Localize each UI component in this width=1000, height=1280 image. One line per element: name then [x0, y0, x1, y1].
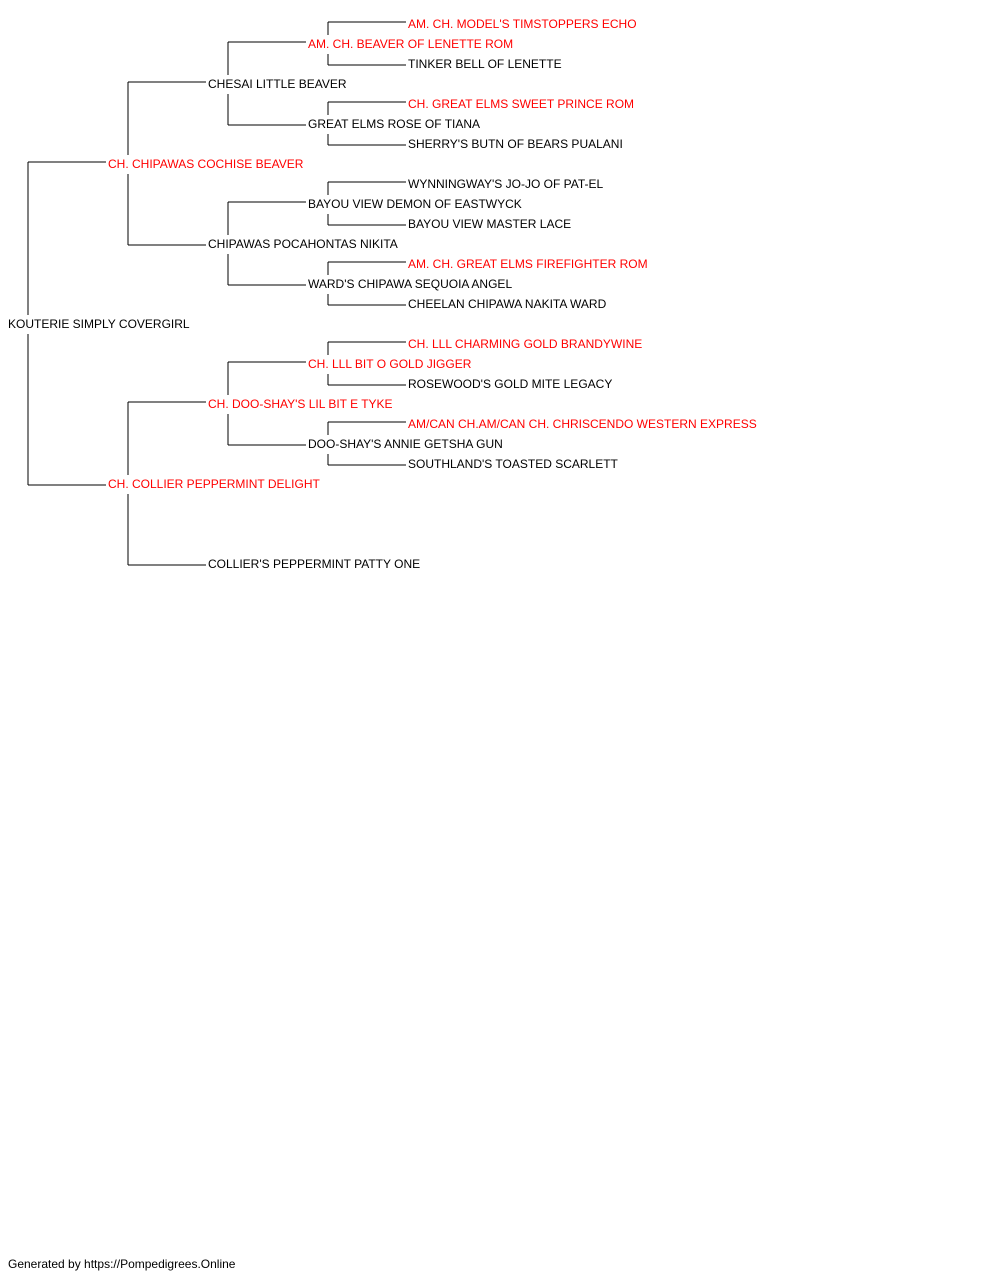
pedigree-name-sire-sire-dam-sire: CH. GREAT ELMS SWEET PRINCE ROM	[408, 97, 635, 111]
pedigree-name-sire-dam-dam-dam: CHEELAN CHIPAWA NAKITA WARD	[408, 297, 607, 311]
pedigree-name-sire-sire-sire-dam: TINKER BELL OF LENETTE	[408, 57, 562, 71]
pedigree-name-dam-sire-sire-sire: CH. LLL CHARMING GOLD BRANDYWINE	[408, 337, 643, 351]
pedigree-name-dam-sire-sire: CH. LLL BIT O GOLD JIGGER	[308, 357, 472, 371]
pedigree-name-sire-sire: CHESAI LITTLE BEAVER	[208, 77, 347, 91]
pedigree-name-sire-dam-sire-sire: WYNNINGWAY'S JO-JO OF PAT-EL	[408, 177, 604, 191]
pedigree-name-sire-sire-sire-sire: AM. CH. MODEL'S TIMSTOPPERS ECHO	[408, 17, 637, 31]
pedigree-name-dam-dam: COLLIER'S PEPPERMINT PATTY ONE	[208, 557, 421, 571]
pedigree-name-dam-sire: CH. DOO-SHAY'S LIL BIT E TYKE	[208, 397, 393, 411]
pedigree-name-sire-sire-dam-dam: SHERRY'S BUTN OF BEARS PUALANI	[408, 137, 623, 151]
pedigree-name-sire-dam-sire: BAYOU VIEW DEMON OF EASTWYCK	[308, 197, 522, 211]
pedigree-name-sire-sire-dam: GREAT ELMS ROSE OF TIANA	[308, 117, 481, 131]
pedigree-name-sire-dam-sire-dam: BAYOU VIEW MASTER LACE	[408, 217, 572, 231]
pedigree-name-sire-dam-dam: WARD'S CHIPAWA SEQUOIA ANGEL	[308, 277, 513, 291]
pedigree-name-subject: KOUTERIE SIMPLY COVERGIRL	[8, 317, 190, 331]
pedigree-name-sire-dam: CHIPAWAS POCAHONTAS NIKITA	[208, 237, 398, 251]
pedigree-name-dam-sire-dam-dam: SOUTHLAND'S TOASTED SCARLETT	[408, 457, 618, 471]
pedigree-name-dam-sire-dam: DOO-SHAY'S ANNIE GETSHA GUN	[308, 437, 503, 451]
pedigree-name-sire: CH. CHIPAWAS COCHISE BEAVER	[108, 157, 304, 171]
pedigree-name-dam-sire-dam-sire: AM/CAN CH.AM/CAN CH. CHRISCENDO WESTERN …	[408, 417, 757, 431]
pedigree-name-dam-sire-sire-dam: ROSEWOOD'S GOLD MITE LEGACY	[408, 377, 613, 391]
pedigree-name-sire-dam-dam-sire: AM. CH. GREAT ELMS FIREFIGHTER ROM	[408, 257, 648, 271]
pedigree-name-sire-sire-sire: AM. CH. BEAVER OF LENETTE ROM	[308, 37, 514, 51]
pedigree-name-dam: CH. COLLIER PEPPERMINT DELIGHT	[108, 477, 320, 491]
generator-credit: Generated by https://Pompedigrees.Online	[8, 1257, 236, 1271]
